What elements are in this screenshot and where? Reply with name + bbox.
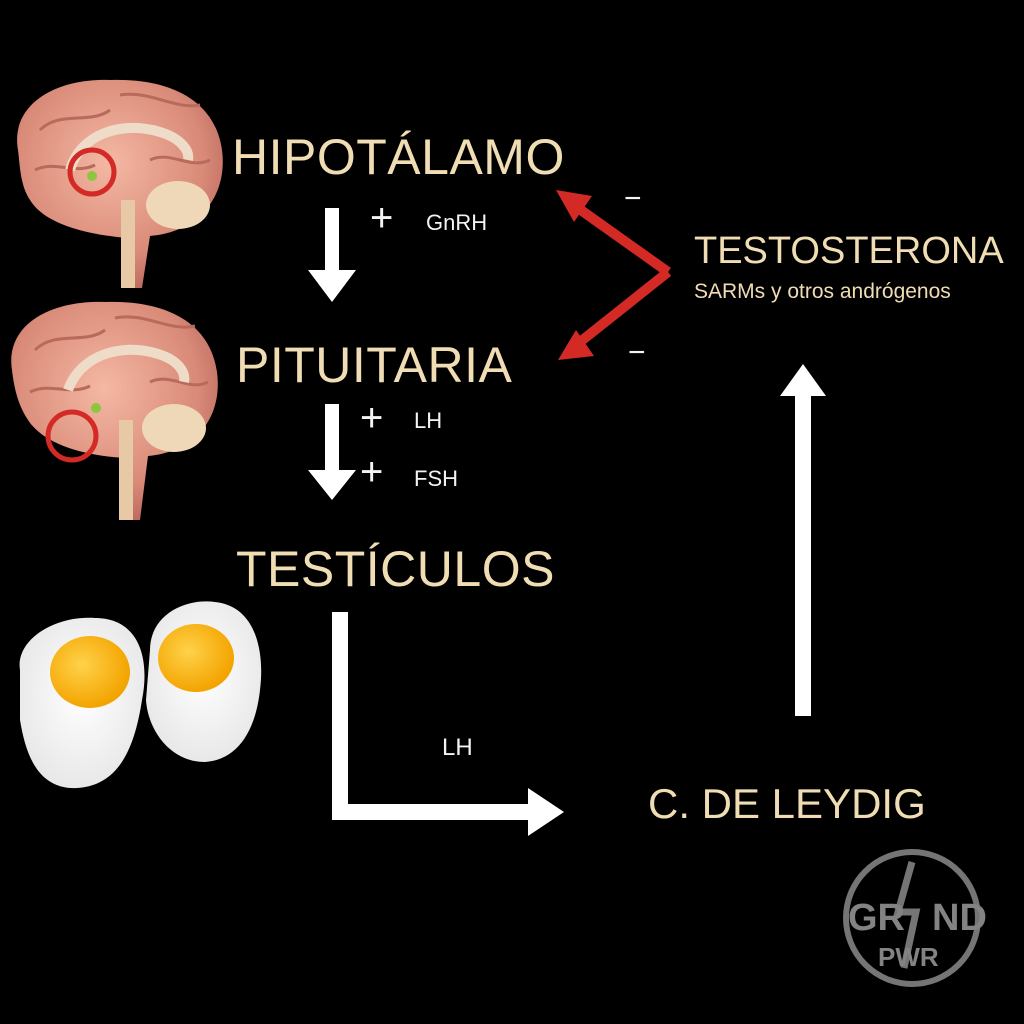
svg-text:ND: ND <box>932 897 987 939</box>
hypothalamus-highlight <box>67 147 117 197</box>
feedback-arrows <box>556 190 672 360</box>
pituitary-highlight <box>45 409 99 463</box>
minus-sign-hypothalamus: − <box>624 182 642 215</box>
arrow-hypothalamus-to-pituitary <box>308 208 356 302</box>
signal-fsh: FSH <box>414 466 458 491</box>
node-hypothalamus: HIPOTÁLAMO <box>232 129 565 185</box>
plus-sign-fsh: + <box>360 450 384 494</box>
svg-text:GR: GR <box>848 897 905 939</box>
arrow-testicles-to-leydig <box>332 612 564 836</box>
plus-sign-lh: + <box>360 396 384 440</box>
brain-hypothalamus-icon <box>17 79 223 288</box>
signal-lh-to-leydig: LH <box>442 734 473 761</box>
plus-sign-gnrh: + <box>370 196 394 240</box>
brain-pituitary-icon <box>11 301 218 520</box>
signal-lh: LH <box>414 408 443 433</box>
arrow-leydig-to-testosterone <box>780 364 826 716</box>
signal-gnrh: GnRH <box>426 210 488 235</box>
svg-text:PWR: PWR <box>878 942 939 972</box>
node-testosterone: TESTOSTERONA <box>694 230 1004 272</box>
arrow-pituitary-to-testicles <box>308 404 356 500</box>
node-testicles: TESTÍCULOS <box>236 541 555 597</box>
node-pituitary: PITUITARIA <box>236 337 513 393</box>
node-leydig: C. DE LEYDIG <box>648 780 926 827</box>
fried-eggs-icon <box>19 601 262 789</box>
node-testosterone-subtitle: SARMs y otros andrógenos <box>694 280 951 303</box>
minus-sign-pituitary: − <box>628 336 646 369</box>
grand-pwr-logo-icon: GR ND PWR <box>843 849 987 987</box>
